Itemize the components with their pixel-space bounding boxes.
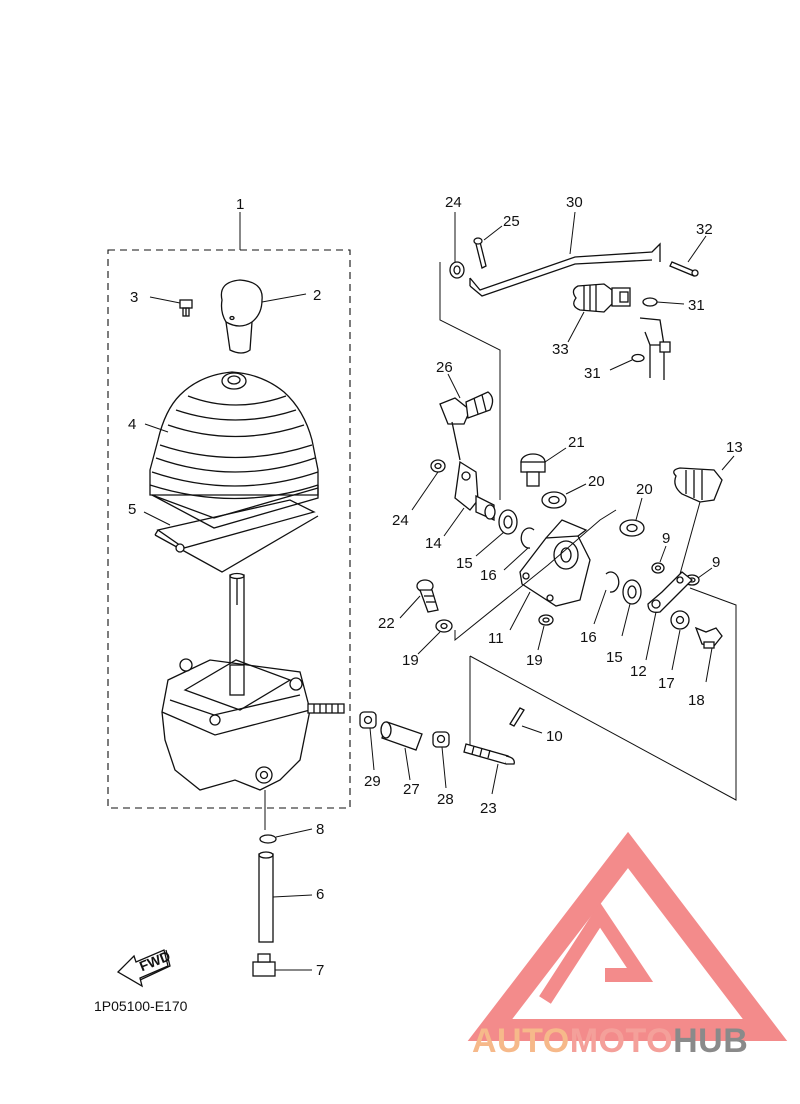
part-washer-19-right	[538, 614, 554, 626]
part-washer-20-left	[541, 491, 567, 509]
part-arm-14	[454, 460, 496, 522]
part-washer-9-left	[651, 562, 665, 574]
callout-29: 29	[364, 773, 381, 790]
callout-18: 18	[688, 692, 705, 709]
part-plate-5	[154, 499, 319, 573]
part-nut-28	[432, 731, 450, 748]
callout-33: 33	[552, 341, 569, 358]
callout-13: 13	[726, 439, 743, 456]
watermark-logo	[467, 831, 788, 1041]
part-bolt-18	[694, 626, 723, 649]
part-washer-24-top	[449, 261, 465, 279]
part-washer-17	[670, 610, 690, 630]
part-washer-31-bottom	[631, 353, 645, 363]
callout-28: 28	[437, 791, 454, 808]
part-bracket-11	[519, 519, 591, 607]
callout-24-top: 24	[445, 194, 462, 211]
part-washer-24-lower	[430, 459, 446, 473]
callout-19-left: 19	[402, 652, 419, 669]
callout-16-right: 16	[580, 629, 597, 646]
callout-3: 3	[130, 289, 138, 306]
part-clip-16-left	[520, 527, 535, 549]
part-washer-15-left	[498, 509, 518, 535]
watermark-text: AUTOMOTOHUB	[472, 1022, 748, 1060]
part-lever-12	[647, 571, 693, 613]
callout-16-left: 16	[480, 567, 497, 584]
callout-32: 32	[696, 221, 713, 238]
assembly-boundary	[107, 249, 351, 809]
part-clip-32	[669, 261, 699, 277]
callout-23: 23	[480, 800, 497, 817]
callout-31-bottom: 31	[584, 365, 601, 382]
callout-14: 14	[425, 535, 442, 552]
callout-31-top: 31	[688, 297, 705, 314]
callout-30: 30	[566, 194, 583, 211]
callout-19-right: 19	[526, 652, 543, 669]
part-housing	[161, 658, 345, 791]
part-rod-30	[469, 242, 661, 297]
callout-15-right: 15	[606, 649, 623, 666]
part-washer-20-right	[619, 519, 645, 537]
callout-8: 8	[316, 821, 324, 838]
boundary-upper-left	[439, 262, 501, 500]
callout-15-left: 15	[456, 555, 473, 572]
callout-9-right: 9	[712, 554, 720, 571]
part-plug-7	[252, 953, 276, 977]
callout-9-left: 9	[662, 530, 670, 547]
callout-6: 6	[316, 886, 324, 903]
part-washer-31-top	[642, 297, 658, 307]
boundary-mid	[454, 509, 617, 642]
part-clip-16-right	[605, 571, 620, 593]
part-nut-29	[359, 711, 377, 729]
part-washer-19-left	[435, 619, 453, 633]
callout-5: 5	[128, 501, 136, 518]
part-joint-13	[673, 467, 723, 503]
part-cotter-pin-10	[509, 707, 525, 727]
callout-11: 11	[488, 630, 504, 647]
callout-20-left: 20	[588, 473, 605, 490]
part-bolt-21	[520, 453, 546, 487]
boundary-lower	[469, 587, 737, 801]
part-pin-23	[463, 743, 515, 765]
callout-4: 4	[128, 416, 136, 433]
part-spacer-27	[380, 721, 423, 751]
callout-26: 26	[436, 359, 453, 376]
part-rod-6	[258, 851, 274, 943]
callout-10: 10	[546, 728, 563, 745]
part-screw-3	[179, 299, 193, 317]
part-joint-33	[572, 283, 631, 313]
diagram-code: 1P05100-E170	[94, 998, 188, 1014]
part-bolt-22	[416, 579, 439, 613]
callout-7: 7	[316, 962, 324, 979]
callout-21: 21	[568, 434, 585, 451]
part-boot-4	[149, 371, 319, 529]
part-knob-2	[220, 279, 263, 354]
callout-20-right: 20	[636, 481, 653, 498]
callout-labels: 1 2 3 4 5 6 7 8 9 9 10 11 12 13 14 15 15…	[128, 194, 743, 979]
callout-17: 17	[658, 675, 675, 692]
callout-2: 2	[313, 287, 321, 304]
part-washer-15-right	[622, 579, 642, 605]
callout-1: 1	[236, 196, 244, 213]
fwd-arrow-icon	[116, 949, 171, 988]
part-bracket	[639, 317, 671, 380]
part-cotter-pin-25	[473, 237, 487, 269]
part-joint-26	[439, 391, 494, 461]
callout-27: 27	[403, 781, 420, 798]
callout-24-lower: 24	[392, 512, 409, 529]
callout-22: 22	[378, 615, 395, 632]
callout-25: 25	[503, 213, 520, 230]
part-washer-8	[259, 834, 277, 844]
callout-12: 12	[630, 663, 647, 680]
